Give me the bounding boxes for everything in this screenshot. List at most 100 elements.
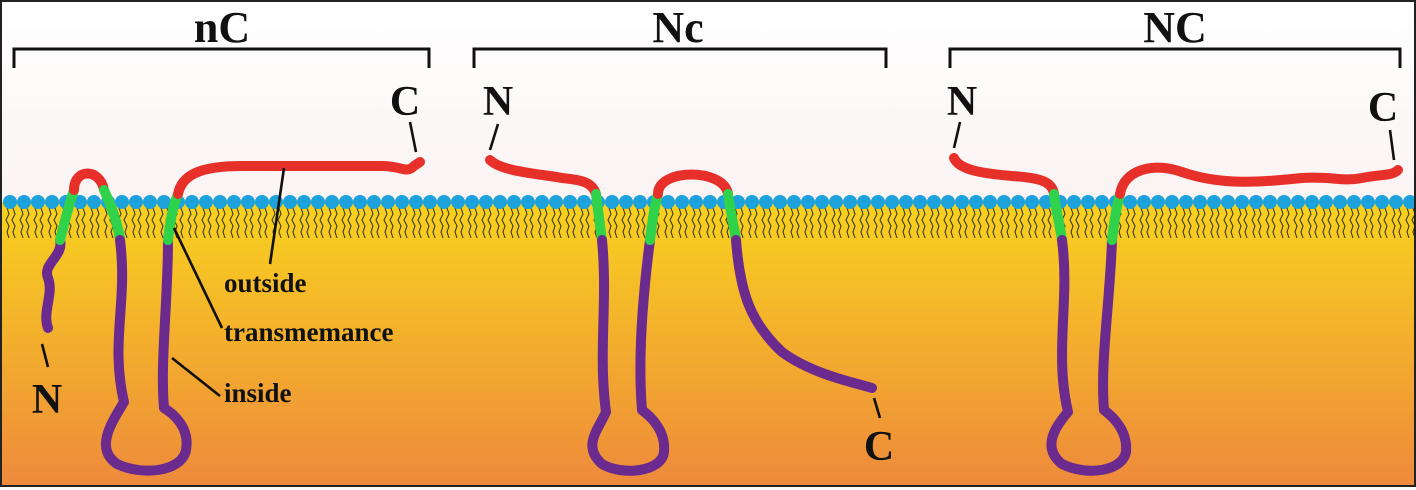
lipid-tail	[781, 207, 786, 239]
lipid-tail	[39, 207, 44, 239]
lipid-head	[535, 195, 549, 209]
lipid-tail	[81, 207, 86, 239]
lipid-tail	[501, 207, 506, 239]
inside-label: inside	[224, 378, 292, 408]
lipid-tail	[697, 207, 702, 239]
lipid-head	[227, 195, 241, 209]
lipid-tail	[949, 207, 954, 239]
panel-bracket	[12, 47, 431, 68]
lipid-head	[955, 195, 969, 209]
lipid-tail	[641, 207, 646, 239]
lipid-tail	[1223, 207, 1228, 239]
panel-NC: NC N C	[947, 3, 1403, 476]
lipid-head	[661, 195, 675, 209]
lipid-tail	[439, 207, 444, 239]
lipid-head	[577, 195, 591, 209]
lipid-tail	[453, 207, 458, 239]
lipid-tail	[1397, 207, 1402, 239]
lipid-head	[1221, 195, 1235, 209]
lipid-head	[885, 195, 899, 209]
lipid-tail	[1187, 207, 1192, 239]
lipid-tail	[1405, 207, 1410, 239]
lipid-head	[633, 195, 647, 209]
lipid-tail	[935, 207, 940, 239]
outside-segment	[485, 155, 601, 199]
lipid-tail	[1201, 207, 1206, 239]
lipid-head	[157, 195, 171, 209]
lipid-tail	[985, 207, 990, 239]
lipid-head	[1039, 195, 1053, 209]
lipid-tail	[551, 207, 556, 239]
lipid-tail	[557, 207, 562, 239]
lipid-tail	[691, 207, 696, 239]
lipid-tail	[305, 207, 310, 239]
lipid-tail	[495, 207, 500, 239]
lipid-tail	[347, 207, 352, 239]
lipid-head	[1249, 195, 1263, 209]
lipid-tail	[1307, 207, 1312, 239]
lipid-tail	[1335, 207, 1340, 239]
lipid-tail	[977, 207, 982, 239]
n-terminus-label: N	[483, 79, 513, 125]
lipid-head	[353, 195, 367, 209]
lipid-tail	[1033, 207, 1038, 239]
outside-segment	[653, 169, 733, 199]
lipid-tail	[921, 207, 926, 239]
lipid-tail	[747, 207, 752, 239]
lipid-tail	[417, 207, 422, 239]
inside-segment	[101, 235, 192, 476]
lipid-head	[367, 195, 381, 209]
lipid-head	[703, 195, 717, 209]
lipid-head	[1067, 195, 1081, 209]
n-terminus-leader	[488, 123, 500, 151]
lipid-tail	[1363, 207, 1368, 239]
lipid-tail	[1069, 207, 1074, 239]
lipid-tail	[971, 207, 976, 239]
panel-nC: nC N C outside transmemance inside	[12, 3, 431, 476]
c-terminus-label: C	[1368, 85, 1398, 131]
lipid-tail	[403, 207, 408, 239]
cytoplasm-region	[2, 202, 1414, 485]
lipid-tail	[1103, 207, 1108, 239]
lipid-tail	[1377, 207, 1382, 239]
lipid-tail	[635, 207, 640, 239]
lipid-head	[871, 195, 885, 209]
lipid-tail	[1369, 207, 1374, 239]
lipid-head	[451, 195, 465, 209]
lipid-head	[1361, 195, 1375, 209]
lipid-tail	[837, 207, 842, 239]
lipid-tail	[243, 207, 248, 239]
lipid-head	[857, 195, 871, 209]
lipid-tail	[263, 207, 268, 239]
lipid-tail	[1159, 207, 1164, 239]
lipid-tail	[753, 207, 758, 239]
lipid-tail	[893, 207, 898, 239]
lipid-tail	[1251, 207, 1256, 239]
lipid-tail	[75, 207, 80, 239]
lipid-tail	[585, 207, 590, 239]
lipid-tail	[775, 207, 780, 239]
lipid-tail	[33, 207, 38, 239]
lipid-tail	[467, 207, 472, 239]
lipid-tail	[235, 207, 240, 239]
lipid-head	[17, 195, 31, 209]
lipid-tail	[1271, 207, 1276, 239]
lipid-tail	[179, 207, 184, 239]
lipid-head	[423, 195, 437, 209]
lipid-head	[283, 195, 297, 209]
lipid-tail	[193, 207, 198, 239]
lipid-tail	[291, 207, 296, 239]
lipid-head	[3, 195, 17, 209]
lipid-tail	[1209, 207, 1214, 239]
lipid-tail	[249, 207, 254, 239]
c-terminus-leader	[408, 121, 418, 153]
lipid-head	[129, 195, 143, 209]
c-terminus-label: C	[390, 79, 420, 125]
lipid-tail	[873, 207, 878, 239]
n-terminus-label: N	[32, 377, 62, 423]
lipid-tail	[1327, 207, 1332, 239]
lipid-head	[941, 195, 955, 209]
lipid-tail	[1243, 207, 1248, 239]
lipid-tail	[201, 207, 206, 239]
